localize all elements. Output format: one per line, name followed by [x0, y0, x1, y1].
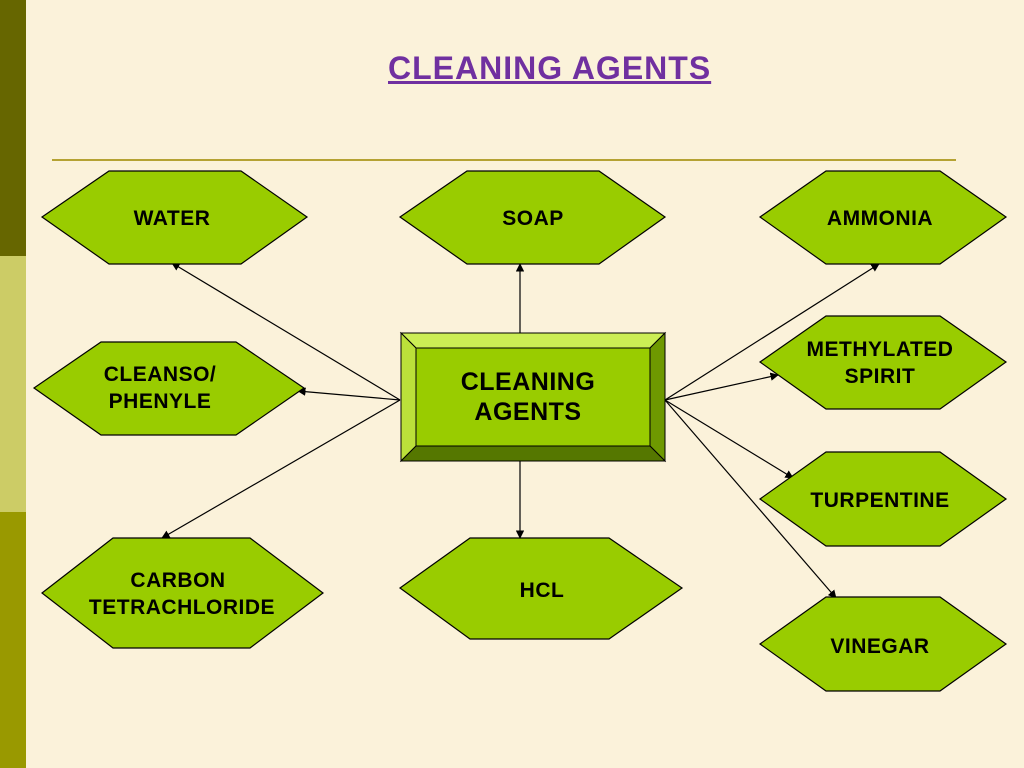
center-label-line1: CLEANING	[460, 368, 596, 396]
side-bar-bottom	[0, 512, 26, 768]
arrow-to-vinegar	[664, 399, 837, 599]
hexagon-turpentine	[758, 451, 1008, 547]
arrow-to-turpentine	[664, 399, 794, 479]
node-methylated-label: METHYLATED SPIRIT	[780, 335, 980, 391]
hexagon-water	[40, 170, 309, 265]
arrow-to-methylated	[664, 372, 779, 401]
arrow-to-cleanso	[297, 387, 401, 401]
arrow-to-water	[171, 262, 401, 401]
node-cleanso-line1: CLEANSO/	[103, 363, 217, 386]
node-ammonia-label: AMMONIA	[826, 206, 934, 230]
hexagon-ammonia	[758, 170, 1008, 265]
center-label: CLEANING AGENTS	[416, 348, 650, 446]
side-bar-top	[0, 0, 26, 256]
node-carbon-line2: TETRACHLORIDE	[88, 596, 276, 619]
hexagon-carbon	[41, 537, 324, 649]
hexagon-vinegar	[758, 596, 1008, 692]
node-carbon-line1: CARBON	[130, 569, 226, 592]
center-label-line2: AGENTS	[474, 398, 582, 426]
node-cleanso-line2: PHENYLE	[108, 390, 212, 413]
arrow-to-ammonia	[664, 263, 880, 401]
node-methylated-line1: METHYLATED	[806, 338, 954, 361]
node-cleanso-label: CLEANSO/ PHENYLE	[70, 360, 250, 416]
node-water-label: WATER	[133, 206, 211, 230]
hexagon-soap	[398, 170, 667, 265]
node-carbon-label: CARBON TETRACHLORIDE	[62, 566, 302, 622]
node-hcl-label: HCL	[519, 578, 565, 602]
hexagon-hcl	[398, 537, 684, 640]
slide-title: CLEANING AGENTS	[388, 50, 712, 86]
arrow-to-carbon	[161, 399, 401, 539]
center-box	[399, 331, 667, 463]
side-bar-middle	[0, 256, 26, 512]
title-rule	[52, 159, 956, 161]
hexagon-methylated	[758, 315, 1008, 410]
node-soap-label: SOAP	[502, 206, 564, 230]
node-methylated-line2: SPIRIT	[844, 365, 916, 388]
hexagon-cleanso	[32, 341, 306, 436]
node-vinegar-label: VINEGAR	[830, 634, 930, 658]
node-turpentine-label: TURPENTINE	[810, 488, 950, 512]
